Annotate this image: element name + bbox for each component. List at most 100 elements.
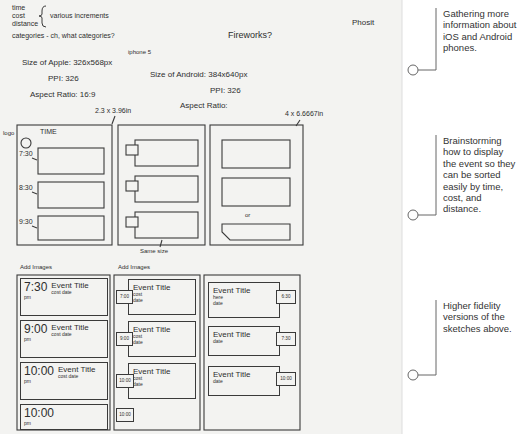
- time-label: 9:30: [19, 218, 33, 226]
- phone-frame: [17, 125, 112, 245]
- leader-line: [418, 300, 436, 375]
- callout-text: Gathering more information about iOS and…: [443, 8, 519, 54]
- time-label: 8:30: [19, 184, 33, 192]
- brace: [39, 6, 46, 27]
- time-tag: 9:00: [116, 332, 133, 346]
- leader-line: [418, 135, 436, 215]
- event-box: [222, 178, 290, 206]
- event-box: [135, 176, 198, 202]
- event-detail: date: [213, 379, 275, 385]
- detail-column: Event Titlecost date: [51, 281, 88, 296]
- time-tag: 10:00: [116, 374, 134, 388]
- time-column: 10:00pm: [24, 407, 54, 427]
- event-box: [38, 148, 104, 174]
- sketch-heading: TIME: [40, 128, 57, 136]
- event-title: Event Title: [213, 370, 275, 379]
- event-detail: cost date: [58, 374, 95, 380]
- event-title: Event Title: [213, 330, 275, 339]
- handwritten-note: categories - ch, what categories?: [12, 32, 115, 40]
- event-title: Event Title: [51, 281, 88, 290]
- event-card: 9:00pm Event Titlecost date: [20, 320, 108, 358]
- event-title: Event Title: [133, 367, 191, 376]
- event-detail: cost date: [51, 290, 88, 296]
- time-tag: 10:00: [116, 408, 134, 422]
- event-box: [38, 182, 104, 208]
- dimension-line: [112, 116, 115, 124]
- tag-text: 7:00: [120, 294, 129, 299]
- pointer-line: [32, 226, 37, 228]
- cost-square: [126, 217, 138, 227]
- event-card: 10:00pm: [20, 404, 108, 430]
- handwritten-note: Fireworks?: [228, 30, 272, 40]
- event-card: Event Titlecostdate: [128, 279, 196, 315]
- event-card: 7:30pm Event Titlecost date: [20, 278, 108, 316]
- phone-frame: [17, 275, 110, 430]
- time-suffix: pm: [24, 295, 47, 301]
- paper-edge: [402, 0, 403, 434]
- callout-circle: [408, 65, 418, 75]
- dimension-label: 2.3 x 3.96in: [95, 107, 131, 115]
- time-label: 7:30: [19, 150, 33, 158]
- event-detail: date: [133, 340, 191, 346]
- event-box: [135, 140, 198, 166]
- phone-frame: [118, 125, 205, 245]
- event-detail: date: [213, 339, 275, 345]
- event-box: [222, 140, 290, 168]
- event-detail: date: [133, 382, 191, 388]
- tag-text: 10:00: [119, 378, 131, 383]
- handwritten-note: logo: [3, 130, 14, 137]
- event-title: Event Title: [58, 365, 95, 374]
- time-column: 7:30pm: [24, 281, 47, 301]
- tag-text: 7:30: [282, 336, 291, 341]
- logo-circle: [21, 138, 31, 148]
- handwritten-note: iphone 5: [128, 49, 151, 56]
- tag-text: 10:00: [280, 376, 292, 381]
- event-detail: cost date: [51, 332, 88, 338]
- handwritten-note: PPI: 326: [210, 86, 241, 95]
- event-title: Event Title: [133, 325, 191, 334]
- time-tag: 6:30: [276, 290, 296, 304]
- event-card: Event Titledate: [208, 366, 280, 396]
- tag-text: 10:00: [119, 412, 131, 417]
- event-time: 10:00: [24, 365, 54, 379]
- pointer-line: [32, 192, 37, 194]
- time-tag: 10:00: [276, 372, 296, 386]
- handwritten-note: distance: [12, 20, 38, 28]
- phone-frame: [210, 125, 303, 245]
- dimension-line: [296, 120, 300, 126]
- tag-text: 6:30: [282, 294, 291, 299]
- handwritten-note: various increments: [50, 12, 109, 20]
- cost-square: [126, 145, 138, 155]
- event-title: Event Title: [213, 286, 275, 295]
- detail-column: Event Titlecost date: [58, 365, 95, 380]
- dimension-label: 4 x 6.6667in: [285, 110, 323, 118]
- handwritten-note: Same size: [140, 248, 168, 255]
- time-column: 10:00pm: [24, 365, 54, 385]
- event-title: Event Title: [133, 283, 191, 292]
- handwritten-note: Add Images: [118, 264, 150, 271]
- event-detail: date: [213, 301, 275, 307]
- event-card: Event Titlecostdate: [128, 321, 196, 357]
- callout-text: Brainstorming how to display the event s…: [443, 135, 519, 215]
- event-detail: date: [133, 298, 191, 304]
- time-suffix: pm: [24, 337, 47, 343]
- event-card: Event Titleheredate: [208, 282, 280, 318]
- time-suffix: pm: [24, 379, 54, 385]
- event-box: [38, 216, 104, 240]
- handwritten-note: Aspect Ratio: 16:9: [30, 90, 95, 99]
- handwritten-note: Size of Android: 384x640px: [150, 70, 247, 79]
- event-card: Event Titledate: [208, 326, 280, 356]
- tag-text: 9:00: [120, 336, 129, 341]
- handwritten-note: cost: [12, 12, 25, 20]
- detail-column: Event Titlecost date: [51, 323, 88, 338]
- event-title: Event Title: [51, 323, 88, 332]
- handwritten-note: Add Images: [20, 264, 52, 271]
- event-time: 9:00: [24, 323, 47, 337]
- handwritten-note: or: [245, 212, 250, 219]
- event-card: 10:00pm Event Titlecost date: [20, 362, 108, 400]
- cost-square: [126, 181, 138, 191]
- phone-frame: [204, 275, 300, 430]
- pointer-line: [160, 240, 162, 247]
- event-time: 7:30: [24, 281, 47, 295]
